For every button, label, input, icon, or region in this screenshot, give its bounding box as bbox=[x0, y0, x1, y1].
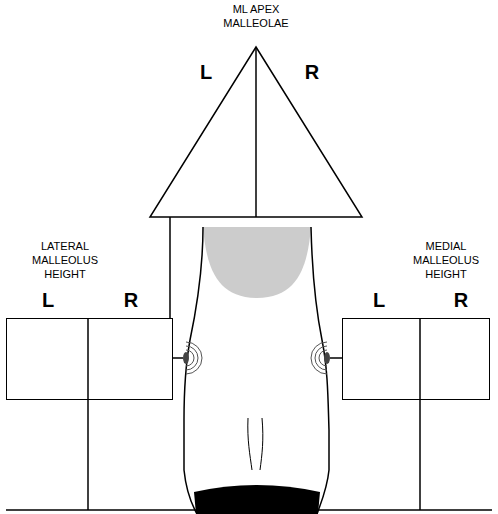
achilles-crease bbox=[248, 418, 263, 470]
medial-malleolus-mark bbox=[311, 342, 330, 374]
side-letter: R bbox=[449, 289, 473, 311]
side-letter: L bbox=[194, 61, 218, 83]
leg-outline-right bbox=[311, 227, 329, 514]
measure-heading: MEDIAL MALLEOLUS HEIGHT bbox=[398, 239, 494, 281]
triangle-midline bbox=[255, 47, 257, 217]
side-letter: L bbox=[367, 289, 391, 311]
leg-outline-left bbox=[184, 227, 203, 514]
apex-triangle: ML APEX MALLEOLAELR bbox=[150, 47, 362, 217]
measure-box: LATERAL MALLEOLUS HEIGHTLR bbox=[6, 318, 173, 400]
lateral-malleolus-mark bbox=[183, 342, 202, 374]
measure-heading: LATERAL MALLEOLUS HEIGHT bbox=[17, 239, 113, 281]
measure-heading: ML APEX MALLEOLAE bbox=[216, 2, 296, 30]
measure-box: MEDIAL MALLEOLUS HEIGHTLR bbox=[342, 318, 490, 400]
side-letter: R bbox=[119, 289, 143, 311]
side-letter: R bbox=[300, 61, 324, 83]
triangle-outline bbox=[150, 47, 362, 217]
leg-shade bbox=[203, 227, 311, 298]
side-letter: L bbox=[36, 289, 60, 311]
triangle-edge bbox=[150, 47, 362, 217]
